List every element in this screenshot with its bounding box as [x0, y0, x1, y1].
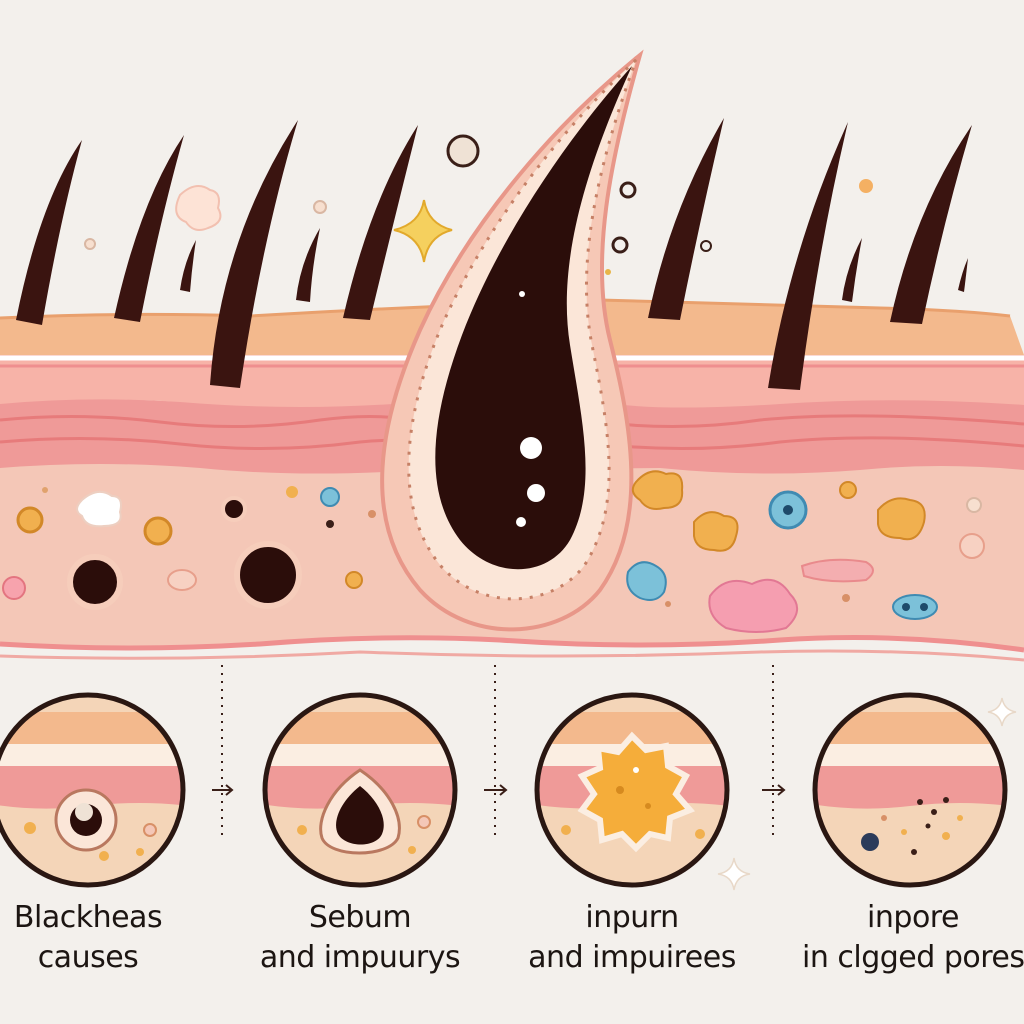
- sparkle-icon: [717, 857, 751, 891]
- step-circle-3: [534, 692, 730, 888]
- step-4-line-1: inpore: [867, 900, 959, 935]
- large-follicle: [380, 49, 644, 632]
- step-1-line-2: causes: [37, 940, 139, 975]
- dermis-inclusions: [2, 470, 985, 633]
- arrow-icons: [212, 784, 786, 796]
- step-2-line-2: and impuurys: [259, 940, 461, 975]
- step-3-line-2: and impuirees: [528, 940, 736, 975]
- step-dividers: [221, 665, 774, 840]
- step-4-line-2: in clgged pores: [802, 940, 1024, 975]
- step-caption-3: inpurn and impuirees: [522, 898, 742, 978]
- step-caption-4: inpore in clgged pores: [802, 898, 1024, 978]
- step-caption-1: Blackheas causes: [0, 898, 198, 978]
- sparkle-icon: [987, 697, 1017, 727]
- hairs: [16, 118, 972, 390]
- step-circle-1: [0, 692, 186, 888]
- step-3-line-1: inpurn: [585, 900, 679, 935]
- step-2-line-1: Sebum: [308, 900, 412, 935]
- sparkle-icon: [393, 199, 453, 263]
- sebum-plug: [435, 66, 632, 570]
- airborne-particles: [84, 134, 873, 275]
- step-circle-2: [262, 692, 458, 888]
- step-caption-2: Sebum and impuurys: [250, 898, 470, 978]
- step-circle-4: [812, 692, 1008, 888]
- step-1-line-1: Blackheas: [13, 900, 163, 935]
